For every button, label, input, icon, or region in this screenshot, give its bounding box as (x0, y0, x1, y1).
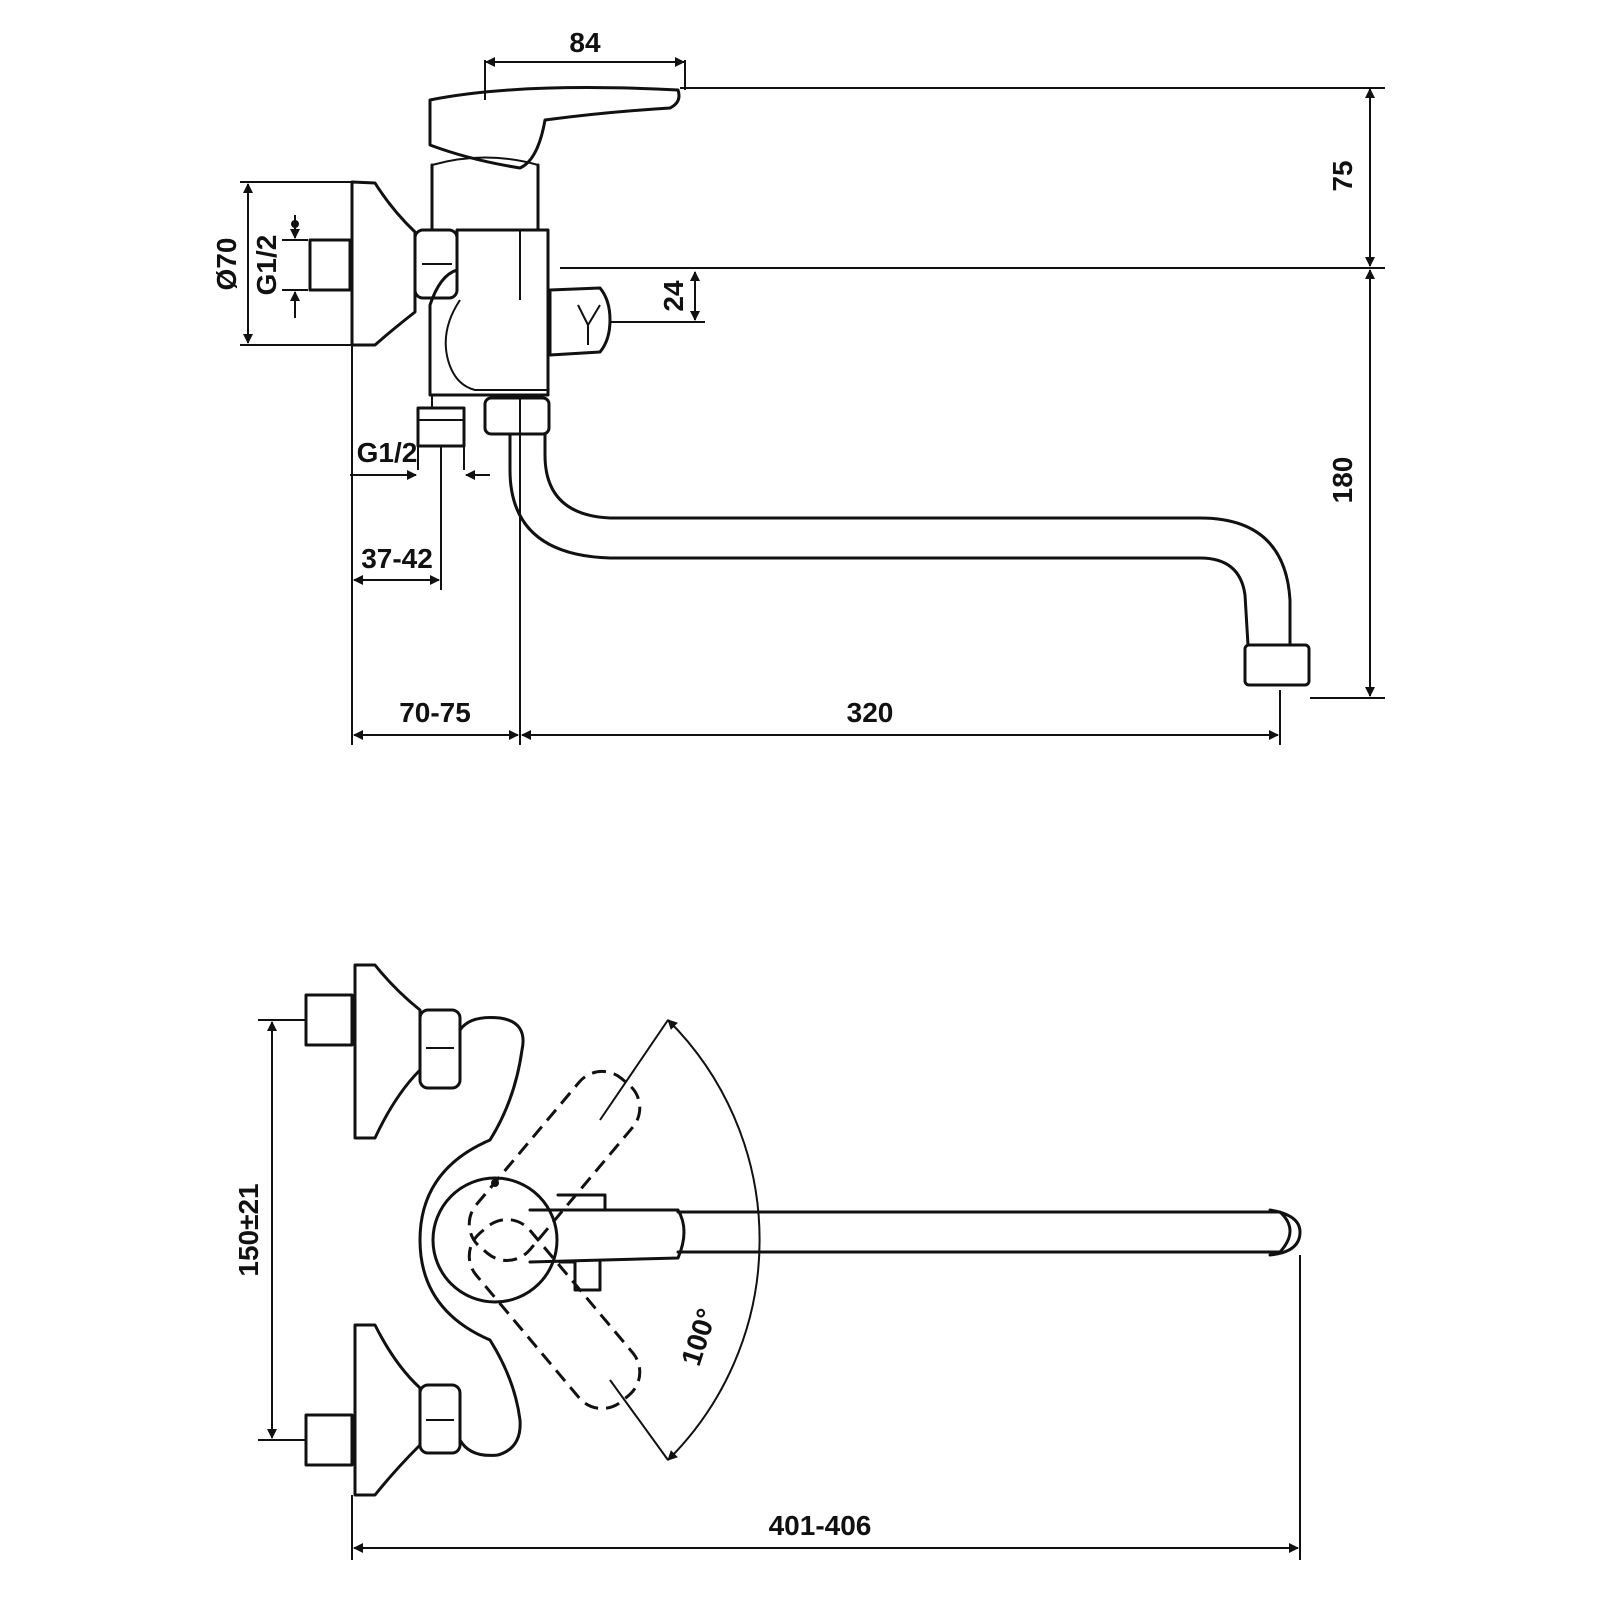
outlet-fitting (416, 406, 466, 448)
dim-inlet-spacing: 150±21 (233, 1183, 264, 1276)
dim-lever-rotation: 100° (675, 1305, 722, 1370)
lever-position-1 (467, 1069, 642, 1262)
mixer-body-top (418, 1016, 525, 1457)
upper-nut (418, 1008, 462, 1090)
dim-lever-width: 84 (569, 27, 601, 58)
dim-flange-diameter: Ø70 (211, 238, 242, 291)
diverter-top (556, 1193, 607, 1292)
mixer-body (428, 228, 550, 397)
diverter-knob (548, 286, 612, 357)
spout-nut (483, 396, 551, 436)
dim-outlet-offset: 37-42 (361, 543, 433, 574)
cartridge-column (430, 163, 540, 232)
upper-inlet-stub (304, 993, 354, 1047)
side-view: 84 75 180 24 Ø70 G1/2 G1/2 (211, 27, 1385, 745)
upper-flange (353, 963, 422, 1140)
inlet-stub (308, 238, 352, 292)
aerator (1243, 643, 1311, 687)
lever-top (528, 1208, 686, 1264)
lever-position-2 (467, 1218, 642, 1411)
dim-spout-reach: 320 (847, 697, 894, 728)
lower-nut (418, 1383, 462, 1455)
dim-lever-height: 75 (1327, 160, 1358, 191)
dim-spout-height: 180 (1327, 457, 1358, 504)
spout-top (676, 1210, 1292, 1254)
dim-diverter-offset: 24 (658, 280, 689, 312)
spout (508, 432, 1250, 647)
wall-flange (350, 180, 417, 347)
top-view: 100° 150±21 401-406 (233, 963, 1302, 1560)
dim-inlet-thread: G1/2 (251, 235, 282, 296)
dim-body-depth: 70-75 (399, 697, 471, 728)
rotation-arc (667, 1019, 761, 1461)
dim-outlet-thread: G1/2 (357, 437, 418, 468)
lower-inlet-stub (304, 1413, 354, 1467)
lever-handle (428, 86, 681, 170)
lower-flange (353, 1323, 422, 1497)
cartridge-cap (431, 1176, 559, 1304)
dim-total-length: 401-406 (769, 1510, 872, 1541)
